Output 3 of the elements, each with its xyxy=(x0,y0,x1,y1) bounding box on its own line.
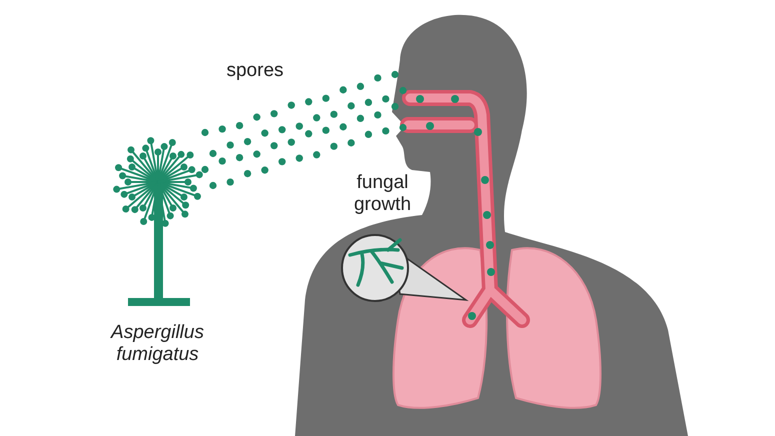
callout-label: fungal growth xyxy=(352,172,412,216)
spores-label: spores xyxy=(225,60,285,82)
species-label: Aspergillus fumigatus xyxy=(109,322,205,366)
